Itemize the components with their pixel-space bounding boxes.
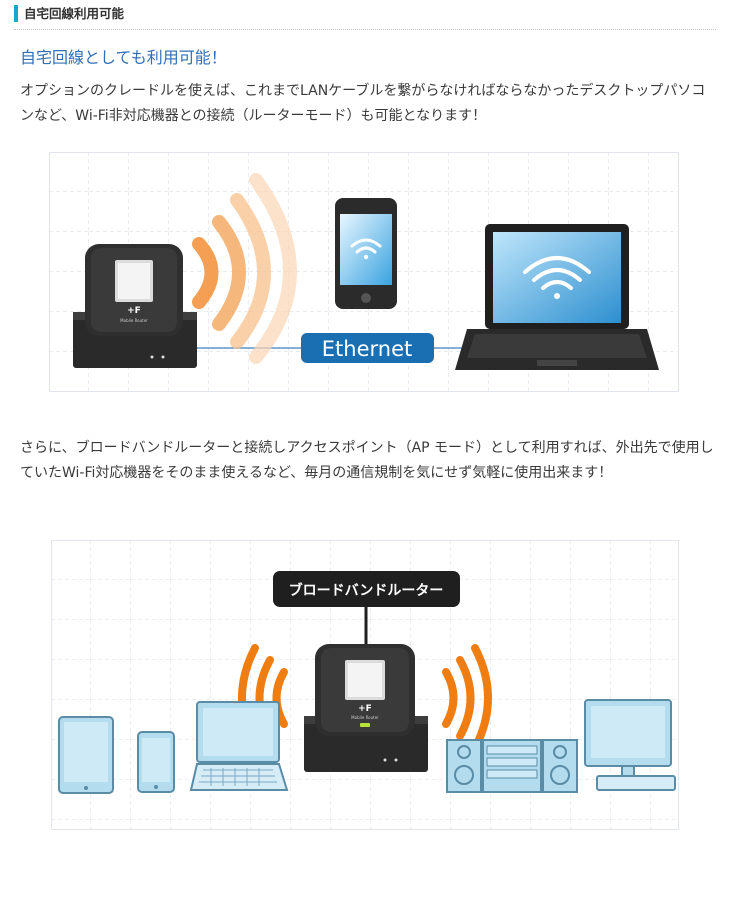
router-brand-label: Mobile Router bbox=[120, 318, 148, 323]
svg-text:+F: +F bbox=[358, 704, 372, 714]
cradle-router-device: +F Mobile Router bbox=[304, 644, 428, 772]
svg-text:+F: +F bbox=[127, 306, 141, 316]
heading-accent-bar bbox=[14, 5, 18, 22]
ap-mode-diagram: ブロードバンドルーター +F Mobile Router bbox=[51, 540, 679, 830]
broadband-router-text: ブロードバンドルーター bbox=[289, 582, 444, 599]
ap-mode-illustration: ブロードバンドルーター +F Mobile Router bbox=[51, 540, 679, 830]
paragraph-router-mode: オプションのクレードルを使えば、これまでLANケーブルを繋がらなければならなかっ… bbox=[20, 83, 706, 124]
wifi-signal-waves bbox=[192, 173, 297, 364]
section-title: 自宅回線利用可能 bbox=[24, 6, 125, 21]
tablet-device bbox=[58, 716, 114, 794]
ethernet-label: Ethernet bbox=[301, 333, 434, 363]
ethernet-text: Ethernet bbox=[322, 337, 412, 361]
section-heading: 自宅回線利用可能 bbox=[14, 5, 716, 30]
cradle-router-device: +F Mobile Router bbox=[73, 244, 197, 368]
page-subtitle: 自宅回線としても利用可能！ bbox=[20, 48, 227, 67]
paragraph-ap-mode: さらに、ブロードバンドルーターと接続しアクセスポイント（AP モード）として利用… bbox=[20, 440, 714, 481]
right-signal-waves bbox=[442, 644, 492, 752]
laptop-device bbox=[455, 224, 659, 370]
router-mode-diagram: +F Mobile Router Ethernet bbox=[49, 152, 679, 392]
desktop-computer-device bbox=[584, 699, 676, 791]
smartphone-device bbox=[137, 731, 175, 793]
broadband-router-label: ブロードバンドルーター bbox=[273, 571, 460, 607]
audio-system-device bbox=[446, 739, 578, 793]
router-brand-label: Mobile Router bbox=[351, 715, 379, 720]
router-mode-illustration: +F Mobile Router Ethernet bbox=[49, 152, 679, 392]
smartphone-device bbox=[335, 198, 397, 309]
wifi-icon bbox=[523, 256, 591, 299]
wifi-icon bbox=[350, 238, 382, 260]
laptop-device bbox=[189, 701, 289, 791]
